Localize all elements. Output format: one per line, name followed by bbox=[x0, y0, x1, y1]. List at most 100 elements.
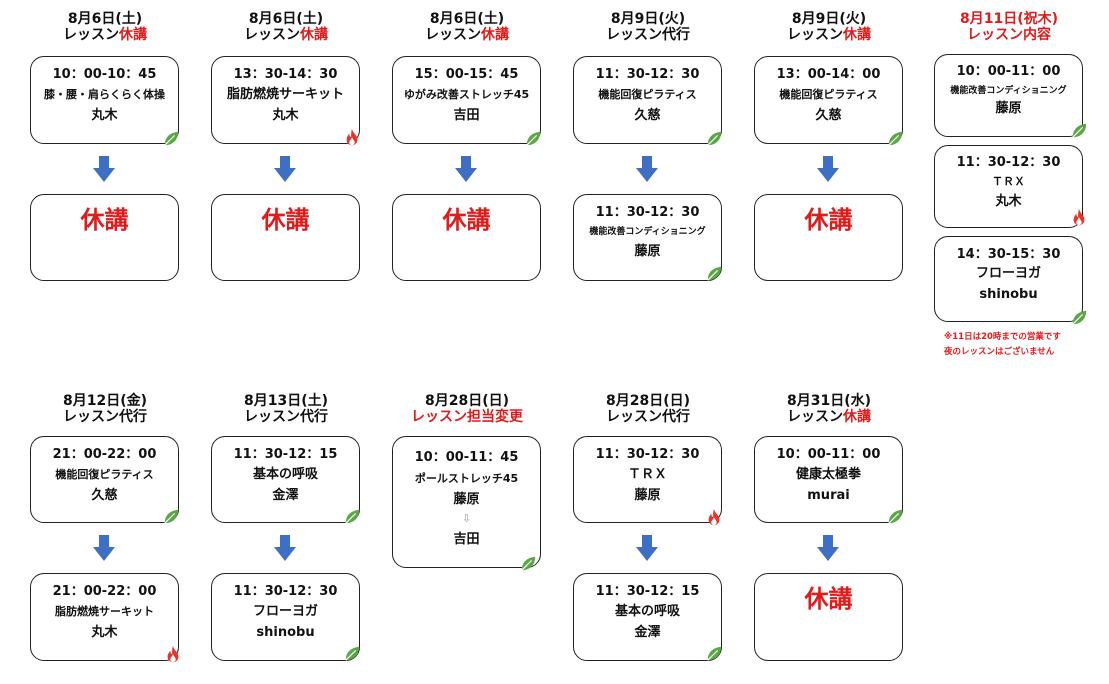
lesson-time: 14：30-15：30 bbox=[956, 247, 1061, 262]
lesson-time: 11：30-12：30 bbox=[956, 155, 1061, 170]
lesson-class: 機能回復ピラティス bbox=[55, 468, 154, 481]
lesson-class: 機能改善コンディショニング bbox=[589, 227, 706, 237]
down-arrow-icon bbox=[817, 535, 839, 561]
lesson-card: 11：30-12：30 ＴＲＸ 丸木 bbox=[934, 145, 1083, 228]
lesson-time: 11：30-12：30 bbox=[595, 67, 700, 82]
lesson-time: 11：30-12：30 bbox=[233, 584, 338, 599]
status-plain: レッスン bbox=[63, 27, 119, 43]
notice-text: ※11日は20時までの営業です 夜のレッスンはございません bbox=[944, 330, 1061, 360]
date-header-c4: 8月9日(火) レッスン代行 bbox=[573, 11, 723, 43]
lesson-card-closed: 休講 bbox=[754, 573, 903, 661]
lesson-time: 10：00-11：00 bbox=[956, 64, 1061, 79]
lesson-card: 10：00-11：00 機能改善コンディショニング 藤原 bbox=[934, 54, 1083, 137]
lesson-instructor: 丸木 bbox=[995, 194, 1022, 209]
lesson-instructor: murai bbox=[807, 488, 850, 503]
date-header-c3: 8月6日(土) レッスン休講 bbox=[392, 11, 542, 43]
lesson-card: 14：30-15：30 フローヨガ shinobu bbox=[934, 236, 1083, 322]
lesson-time: 13：30-14：30 bbox=[233, 67, 338, 82]
lesson-instructor: shinobu bbox=[256, 625, 315, 640]
lesson-class: 健康太極拳 bbox=[795, 467, 861, 482]
lesson-class: 機能回復ピラティス bbox=[598, 88, 697, 101]
lesson-instructor: 丸木 bbox=[272, 108, 299, 123]
lesson-class: 脂肪燃焼サーキット bbox=[55, 605, 154, 618]
lesson-class: ゆがみ改善ストレッチ45 bbox=[403, 88, 530, 101]
lesson-status: レッスン代行 bbox=[606, 27, 690, 43]
date-label: 8月28日(日) bbox=[424, 393, 510, 409]
lesson-card-closed: 休講 bbox=[392, 194, 541, 281]
leaf-icon bbox=[162, 130, 180, 148]
lesson-card-substitute: 11：30-12：30 フローヨガ shinobu bbox=[211, 573, 360, 661]
lesson-status: レッスン休講 bbox=[30, 27, 180, 43]
lesson-card-substitute: 11：30-12：15 基本の呼吸 金澤 bbox=[573, 573, 722, 661]
lesson-status: レッスン代行 bbox=[606, 409, 690, 425]
date-label: 8月12日(金) bbox=[62, 393, 148, 409]
status-plain: レッスン bbox=[787, 409, 843, 425]
lesson-card-original: 10：00-11：00 健康太極拳 murai bbox=[754, 436, 903, 523]
status-plain: レッスン bbox=[425, 27, 481, 43]
date-label: 8月31日(水) bbox=[786, 393, 872, 409]
lesson-status: レッスン内容 bbox=[967, 27, 1051, 43]
fire-icon bbox=[705, 508, 723, 526]
lesson-time: 11：30-12：15 bbox=[233, 447, 338, 462]
date-header-c1: 8月6日(土) レッスン休講 bbox=[30, 11, 180, 43]
lesson-time: 10：00-10：45 bbox=[52, 67, 157, 82]
date-label: 8月11日(祝木) bbox=[959, 11, 1059, 27]
closed-label: 休講 bbox=[804, 206, 853, 234]
lesson-instructor: 吉田 bbox=[453, 108, 480, 123]
lesson-status: レッスン休講 bbox=[754, 409, 904, 425]
change-arrow-icon: ⇩ bbox=[461, 512, 472, 525]
lesson-class: 機能回復ピラティス bbox=[779, 88, 878, 101]
lesson-card-original: 15：00-15：45 ゆがみ改善ストレッチ45 吉田 bbox=[392, 56, 541, 144]
date-header-c9: 8月28日(日) レッスン担当変更 bbox=[392, 393, 542, 425]
lesson-time: 11：30-12：30 bbox=[595, 205, 700, 220]
lesson-card-original: 11：30-12：15 基本の呼吸 金澤 bbox=[211, 436, 360, 523]
date-header-c11: 8月31日(水) レッスン休講 bbox=[754, 393, 904, 425]
down-arrow-icon bbox=[93, 535, 115, 561]
down-arrow-icon bbox=[274, 535, 296, 561]
lesson-card-original: 13：30-14：30 脂肪燃焼サーキット 丸木 bbox=[211, 56, 360, 144]
leaf-icon bbox=[1070, 122, 1088, 140]
status-red: 休講 bbox=[119, 27, 147, 43]
lesson-card-original: 10：00-10：45 膝・腰・肩らくらく体操 丸木 bbox=[30, 56, 179, 144]
leaf-icon bbox=[705, 130, 723, 148]
status-plain: レッスン bbox=[787, 27, 843, 43]
lesson-card-original: 21：00-22：00 機能回復ピラティス 久慈 bbox=[30, 436, 179, 523]
lesson-card-closed: 休講 bbox=[754, 194, 903, 281]
lesson-instructor: 藤原 bbox=[634, 488, 661, 503]
lesson-card-substitute: 21：00-22：00 脂肪燃焼サーキット 丸木 bbox=[30, 573, 179, 661]
lesson-card-original: 11：30-12：30 機能回復ピラティス 久慈 bbox=[573, 56, 722, 144]
lesson-card-instructor-change: 10：00-11：45 ポールストレッチ45 藤原 ⇩ 吉田 bbox=[392, 436, 541, 568]
date-label: 8月13日(土) bbox=[243, 393, 329, 409]
lesson-class: 基本の呼吸 bbox=[252, 467, 318, 482]
date-label: 8月6日(土) bbox=[248, 11, 324, 27]
date-header-c8: 8月13日(土) レッスン代行 bbox=[211, 393, 361, 425]
lesson-time: 10：00-11：45 bbox=[414, 450, 519, 465]
lesson-status: レッスン休講 bbox=[392, 27, 542, 43]
notice-line-2: 夜のレッスンはございません bbox=[944, 347, 1055, 357]
lesson-card-original: 11：30-12：30 ＴＲＸ 藤原 bbox=[573, 436, 722, 523]
lesson-time: 11：30-12：15 bbox=[595, 584, 700, 599]
down-arrow-icon bbox=[455, 156, 477, 182]
date-label: 8月6日(土) bbox=[67, 11, 143, 27]
lesson-instructor: 藤原 bbox=[995, 101, 1022, 116]
date-label: 8月9日(火) bbox=[610, 11, 686, 27]
lesson-instructor: 丸木 bbox=[91, 625, 118, 640]
lesson-instructor: 丸木 bbox=[91, 108, 118, 123]
date-label: 8月28日(日) bbox=[605, 393, 691, 409]
fire-icon bbox=[343, 128, 361, 146]
leaf-icon bbox=[343, 645, 361, 663]
lesson-instructor: 久慈 bbox=[91, 488, 118, 503]
date-header-c7: 8月12日(金) レッスン代行 bbox=[30, 393, 180, 425]
closed-label: 休講 bbox=[80, 206, 129, 234]
lesson-instructor: 金澤 bbox=[634, 625, 661, 640]
lesson-class: 基本の呼吸 bbox=[614, 604, 680, 619]
date-label: 8月9日(火) bbox=[791, 11, 867, 27]
lesson-instructor: 久慈 bbox=[634, 108, 661, 123]
lesson-instructor: 藤原 bbox=[634, 244, 661, 259]
leaf-icon bbox=[524, 130, 542, 148]
status-red: 休講 bbox=[300, 27, 328, 43]
closed-label: 休講 bbox=[804, 585, 853, 613]
lesson-card-closed: 休講 bbox=[30, 194, 179, 281]
leaf-icon bbox=[705, 265, 723, 283]
fire-icon bbox=[164, 645, 182, 663]
